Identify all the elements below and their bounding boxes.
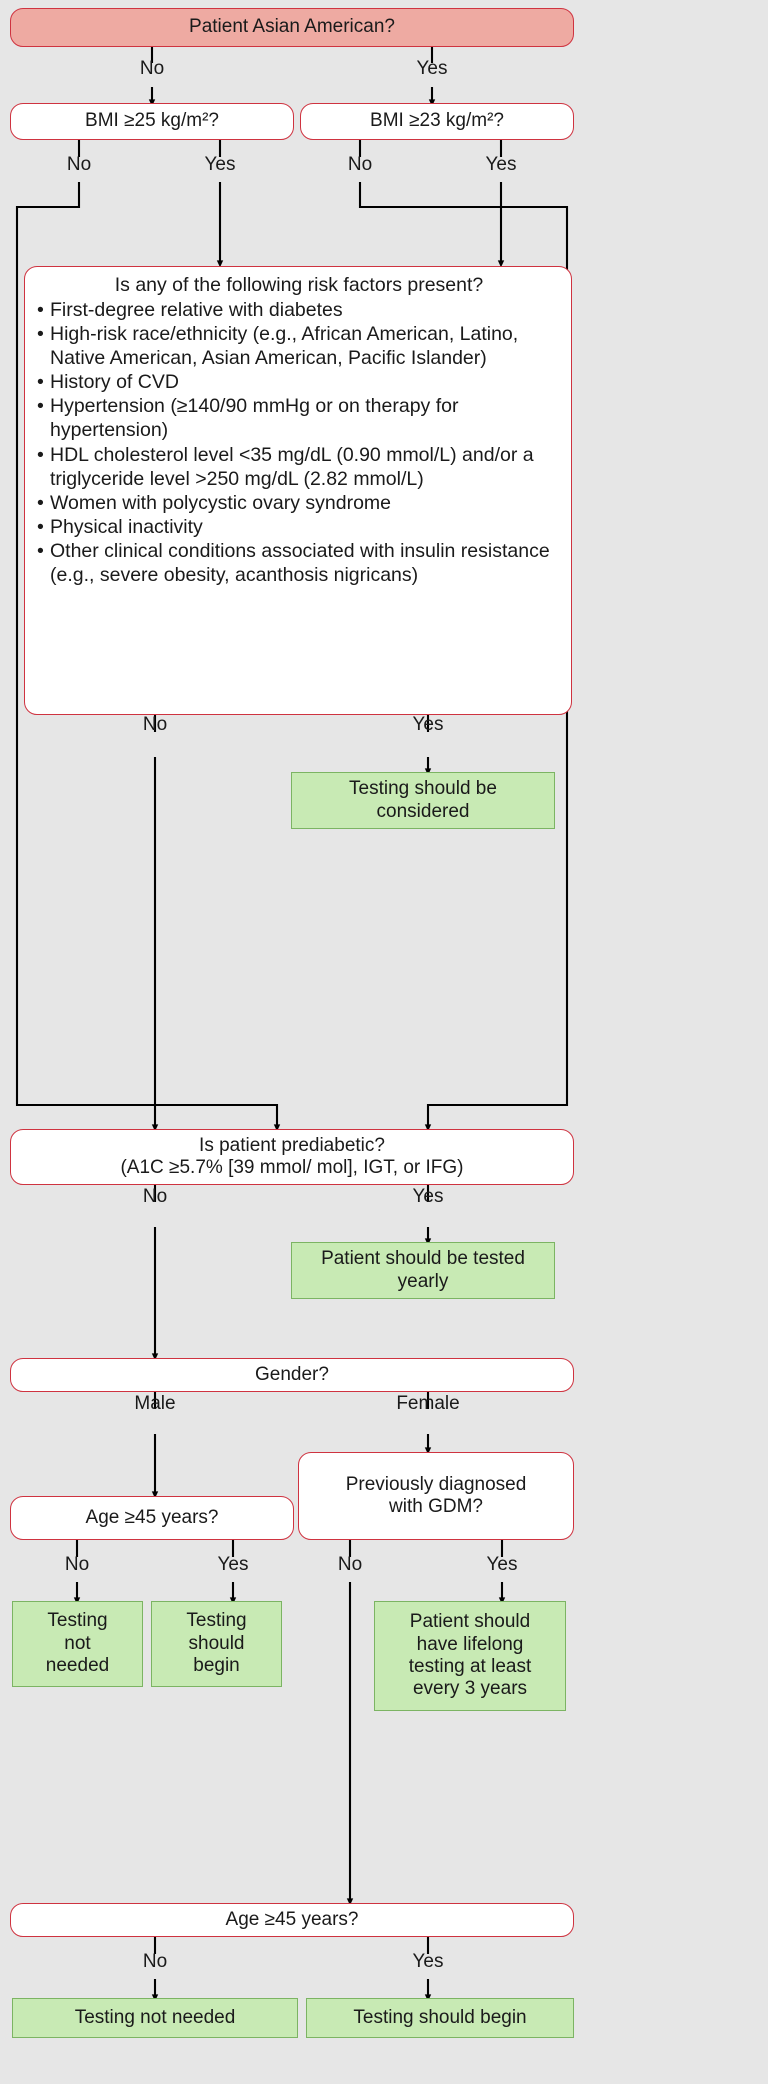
node-label-line2: not (64, 1632, 91, 1654)
edge-label-gdm-no: No (337, 1554, 363, 1575)
node-patient-tested-yearly[interactable]: Patient should be tested yearly (291, 1242, 555, 1299)
risk-factor-item: Women with polycystic ovary syndrome (37, 491, 561, 515)
edge-label-prediabetic-yes: Yes (412, 1186, 444, 1207)
risk-factor-item: High-risk race/ethnicity (e.g., African … (37, 322, 561, 370)
node-label-line2: with GDM? (389, 1496, 483, 1517)
node-gender[interactable]: Gender? (10, 1358, 574, 1392)
risk-factor-list: First-degree relative with diabetes High… (37, 298, 561, 587)
node-label-line1: Previously diagnosed (345, 1473, 527, 1495)
risk-factor-item: Other clinical conditions associated wit… (37, 539, 561, 587)
node-label-line2: considered (376, 800, 470, 822)
edge-label-age45-no: No (64, 1554, 90, 1575)
edge-label-risk-no: No (142, 714, 168, 735)
node-label: Age ≥45 years? (85, 1506, 219, 1528)
edge-label-bmi23-yes: Yes (485, 154, 517, 175)
edge-label-gender-male: Male (134, 1393, 176, 1414)
risk-factor-item: HDL cholesterol level <35 mg/dL (0.90 mm… (37, 443, 561, 491)
risk-question: Is any of the following risk factors pre… (114, 274, 484, 296)
node-label: BMI ≥23 kg/m²? (370, 110, 504, 132)
node-label-line2: should (188, 1632, 245, 1654)
node-label-line3: begin (193, 1655, 240, 1677)
flowchart-canvas: Patient Asian American? BMI ≥25 kg/m²? B… (0, 0, 584, 2084)
node-label-line3: needed (45, 1655, 110, 1677)
node-bmi-25[interactable]: BMI ≥25 kg/m²? (10, 103, 294, 140)
node-label-line4: every 3 years (412, 1678, 528, 1700)
risk-factor-item: First-degree relative with diabetes (37, 298, 561, 322)
node-patient-asian-american[interactable]: Patient Asian American? (10, 8, 574, 47)
node-label-line1: Testing should be (349, 778, 497, 800)
node-label: Testing should begin (353, 2006, 527, 2028)
edge-label-age45-yes: Yes (217, 1554, 249, 1575)
node-previously-diagnosed-gdm[interactable]: Previously diagnosed with GDM? (298, 1452, 574, 1540)
node-label-line2: yearly (397, 1270, 449, 1292)
edge-label-final-yes: Yes (412, 1951, 444, 1972)
node-testing-should-begin-male-yes[interactable]: Testing should begin (151, 1601, 282, 1687)
node-label: Gender? (255, 1363, 329, 1385)
edge-label-asian-yes: Yes (416, 58, 448, 79)
node-label-line1: Testing (47, 1610, 108, 1632)
risk-factor-item: Hypertension (≥140/90 mmHg or on therapy… (37, 394, 561, 442)
edge-label-final-no: No (142, 1951, 168, 1972)
edge-label-bmi23-no: No (347, 154, 373, 175)
node-label: Patient Asian American? (189, 16, 395, 38)
node-label: Testing not needed (74, 2006, 236, 2028)
node-testing-should-begin-final[interactable]: Testing should begin (306, 1998, 574, 2038)
edge-label-asian-no: No (139, 58, 165, 79)
edge-label-gdm-yes: Yes (486, 1554, 518, 1575)
node-testing-not-needed-male-no[interactable]: Testing not needed (12, 1601, 143, 1687)
node-label-line2: have lifelong (416, 1633, 524, 1655)
risk-factor-item: History of CVD (37, 370, 561, 394)
node-label-line1: Testing (186, 1610, 247, 1632)
node-label-line1: Is patient prediabetic? (199, 1134, 385, 1156)
node-risk-factors[interactable]: Is any of the following risk factors pre… (24, 266, 572, 715)
node-label-line2: (A1C ≥5.7% [39 mmol/ mol], IGT, or IFG) (120, 1157, 464, 1178)
risk-factor-item: Physical inactivity (37, 515, 561, 539)
node-bmi-23[interactable]: BMI ≥23 kg/m²? (300, 103, 574, 140)
node-age-45-final[interactable]: Age ≥45 years? (10, 1903, 574, 1937)
node-lifelong-testing[interactable]: Patient should have lifelong testing at … (374, 1601, 566, 1711)
node-label: Age ≥45 years? (225, 1908, 359, 1930)
node-label-line3: testing at least (408, 1656, 532, 1677)
node-label-line1: Patient should (409, 1611, 531, 1633)
edge-label-bmi25-yes: Yes (204, 154, 236, 175)
edge-label-bmi25-no: No (66, 154, 92, 175)
node-label: BMI ≥25 kg/m²? (85, 110, 219, 132)
edge-label-gender-female: Female (396, 1393, 460, 1414)
node-testing-not-needed-final[interactable]: Testing not needed (12, 1998, 298, 2038)
node-age-45-male[interactable]: Age ≥45 years? (10, 1496, 294, 1540)
edge-label-prediabetic-no: No (142, 1186, 168, 1207)
node-label-line1: Patient should be tested (321, 1248, 525, 1270)
edge-label-risk-yes: Yes (412, 714, 444, 735)
node-testing-should-be-considered[interactable]: Testing should be considered (291, 772, 555, 829)
node-is-patient-prediabetic[interactable]: Is patient prediabetic? (A1C ≥5.7% [39 m… (10, 1129, 574, 1185)
